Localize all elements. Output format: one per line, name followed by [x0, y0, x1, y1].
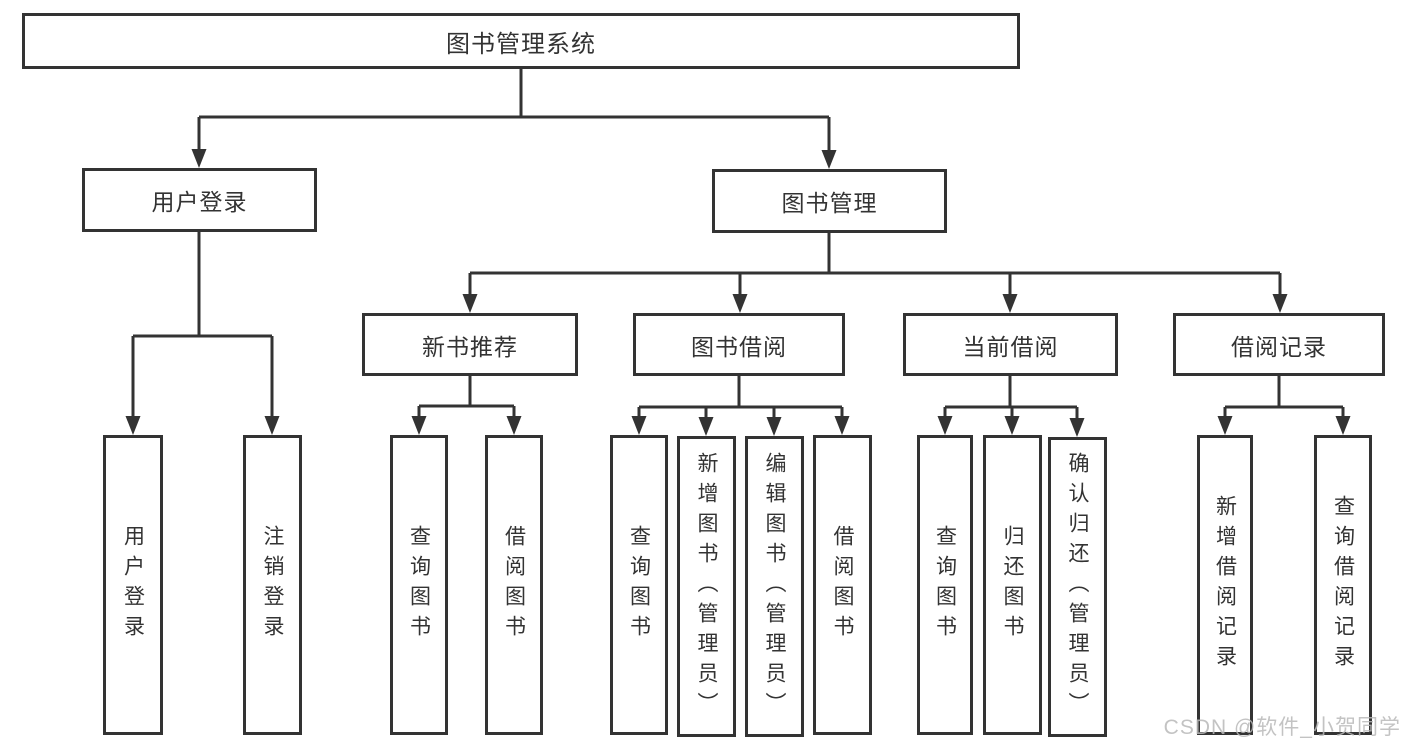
node-label: 新书推荐	[422, 333, 518, 360]
node-leaf-logout: 注销登录	[243, 435, 302, 735]
node-label: 图书管理系统	[446, 30, 596, 58]
node-label: 图书管理	[781, 190, 878, 216]
arrow-head-icon	[1335, 416, 1351, 435]
node-leaf-query-record: 查询借阅记录	[1314, 435, 1372, 735]
arrow-head-icon	[732, 294, 748, 313]
watermark: CSDN @软件_小贺同学	[1163, 716, 1401, 739]
arrow-head-icon	[125, 416, 141, 435]
node-leaf-query-book-3: 查询图书	[917, 435, 973, 735]
node-leaf-add-book: 新增图书（管理员）	[677, 436, 736, 737]
node-book-borrow: 图书借阅	[633, 313, 845, 376]
node-leaf-edit-book: 编辑图书（管理员）	[745, 436, 804, 737]
arrow-head-icon	[821, 150, 837, 169]
node-leaf-add-record: 新增借阅记录	[1197, 435, 1253, 735]
node-leaf-borrow-book-2: 借阅图书	[813, 435, 872, 735]
node-leaf-query-book-2: 查询图书	[610, 435, 668, 735]
node-borrow-records: 借阅记录	[1173, 313, 1385, 376]
node-label: 用户登录	[151, 189, 248, 215]
arrow-head-icon	[834, 416, 850, 435]
node-book-mgmt: 图书管理	[712, 169, 947, 233]
arrow-head-icon	[1002, 294, 1018, 313]
node-current-borrow: 当前借阅	[903, 313, 1118, 376]
node-label: 借阅图书	[502, 525, 526, 645]
node-label: 查询图书	[627, 525, 651, 645]
node-user-login: 用户登录	[82, 168, 317, 232]
node-label: 图书借阅	[691, 333, 787, 360]
node-leaf-user-login: 用户登录	[103, 435, 163, 735]
arrow-head-icon	[1069, 418, 1085, 437]
arrow-head-icon	[462, 294, 478, 313]
node-label: 查询图书	[933, 525, 957, 645]
node-label: 确认归还（管理员）	[1066, 452, 1089, 722]
node-label: 查询图书	[407, 525, 431, 645]
arrow-head-icon	[264, 416, 280, 435]
node-label: 注销登录	[261, 525, 284, 645]
node-label: 当前借阅	[962, 333, 1059, 360]
arrow-head-icon	[766, 417, 782, 436]
node-label: 归还图书	[1001, 525, 1024, 645]
arrow-head-icon	[411, 416, 427, 435]
node-leaf-confirm-return: 确认归还（管理员）	[1048, 437, 1107, 737]
arrow-head-icon	[506, 416, 522, 435]
arrow-head-icon	[698, 417, 714, 436]
node-label: 编辑图书（管理员）	[763, 451, 786, 722]
arrow-head-icon	[1217, 416, 1233, 435]
node-label: 借阅记录	[1231, 333, 1327, 360]
node-root: 图书管理系统	[22, 13, 1020, 69]
node-label: 新增借阅记录	[1213, 495, 1237, 675]
arrow-head-icon	[1004, 416, 1020, 435]
arrow-head-icon	[191, 149, 207, 168]
node-new-book-rec: 新书推荐	[362, 313, 578, 376]
arrow-head-icon	[1272, 294, 1288, 313]
node-leaf-return-book: 归还图书	[983, 435, 1042, 735]
node-label: 用户登录	[121, 525, 145, 645]
node-label: 借阅图书	[831, 525, 854, 645]
arrow-head-icon	[937, 416, 953, 435]
arrow-head-icon	[631, 416, 647, 435]
node-leaf-borrow-book-1: 借阅图书	[485, 435, 543, 735]
node-leaf-query-book-1: 查询图书	[390, 435, 448, 735]
node-label: 查询借阅记录	[1331, 495, 1355, 675]
node-label: 新增图书（管理员）	[695, 451, 718, 722]
